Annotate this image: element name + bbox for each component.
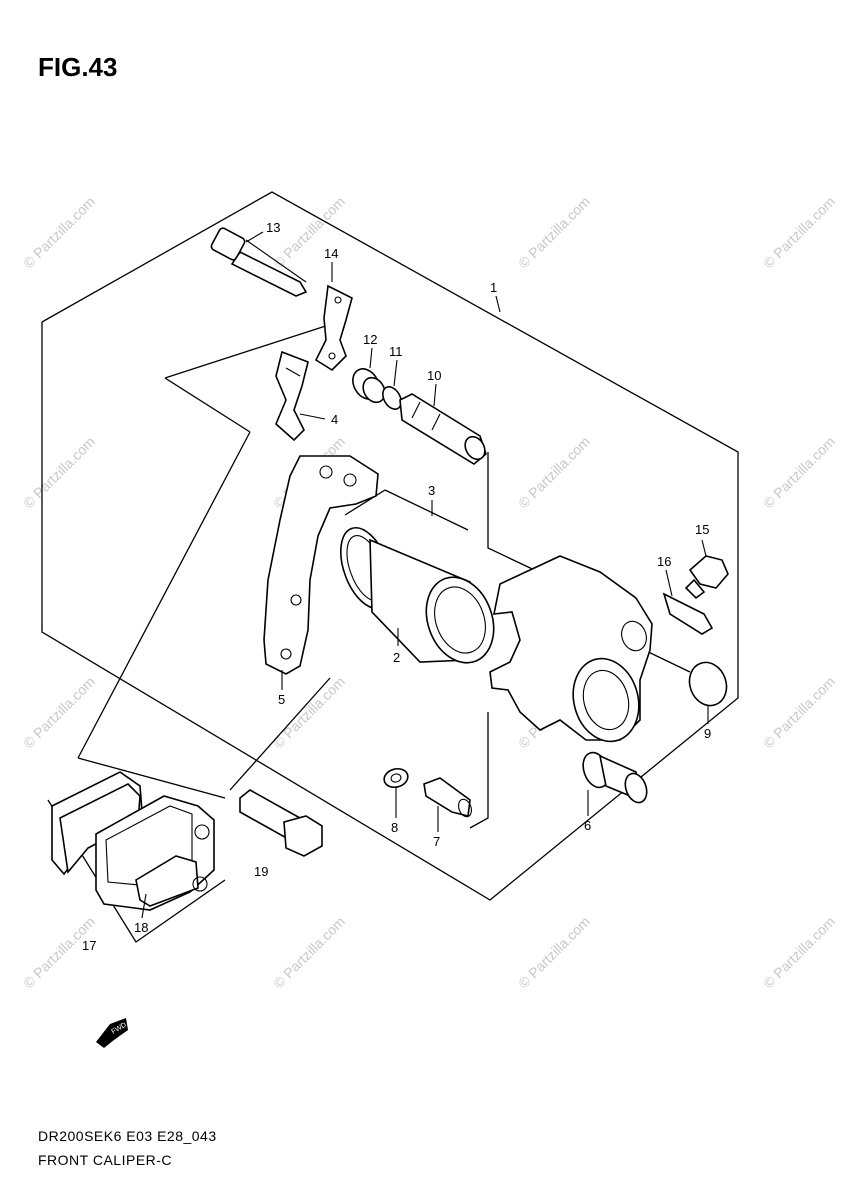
leader-1: [495, 295, 501, 313]
leader-4: [299, 413, 326, 420]
leader-16: [665, 569, 673, 597]
caliper-body-part: [489, 555, 653, 743]
pad-spring-part: [314, 284, 353, 372]
bleeder-cap-part: [662, 592, 714, 635]
brake-pad-set-part: [51, 771, 215, 911]
assembly-outline: [41, 191, 739, 901]
cap-part: [688, 661, 728, 707]
callout-7: 7: [433, 834, 440, 849]
figure-title: FIG.43: [38, 52, 118, 82]
pin-part: [582, 751, 648, 804]
leader-12: [369, 347, 373, 369]
bolt-bracket: [469, 712, 489, 829]
callout-2: 2: [393, 650, 400, 665]
pad-bracket-outline: [164, 321, 339, 379]
leader-15: [701, 539, 707, 557]
leader-11: [393, 359, 398, 387]
callout-16: 16: [657, 554, 671, 569]
callout-8: 8: [391, 820, 398, 835]
pad-set-outline: [77, 757, 226, 799]
callout-5: 5: [278, 692, 285, 707]
callout-10: 10: [427, 368, 441, 383]
callout-4: 4: [331, 412, 338, 427]
callout-9: 9: [704, 726, 711, 741]
mounting-bolt-part: [239, 789, 323, 857]
piston-part: [369, 538, 495, 664]
caliper-bracket-part: [263, 455, 379, 675]
pad-retainer-part: [275, 350, 309, 442]
callout-11: 11: [389, 344, 403, 359]
callout-14: 14: [324, 246, 338, 261]
callout-3: 3: [428, 483, 435, 498]
callout-18: 18: [134, 920, 148, 935]
figure-code: DR200SEK6 E03 E28_043: [38, 1128, 217, 1144]
callout-15: 15: [695, 522, 709, 537]
callout-12: 12: [363, 332, 377, 347]
boot-part: [352, 368, 386, 404]
callout-1: 1: [490, 280, 497, 295]
pin-guide-line: [487, 452, 546, 576]
fwd-arrow-icon: FWD: [96, 1018, 128, 1048]
leader-13: [245, 231, 264, 243]
pad-link-line: [229, 677, 331, 791]
slide-pin-part: [399, 393, 487, 465]
bleeder-screw-part: [684, 555, 729, 600]
pad-bracket-outline: [164, 377, 251, 433]
pad-link-line: [77, 431, 251, 759]
callout-17: 17: [82, 938, 96, 953]
callout-13: 13: [266, 220, 280, 235]
o-ring-part: [382, 386, 402, 410]
figure-name: FRONT CALIPER-C: [38, 1152, 173, 1168]
callout-6: 6: [584, 818, 591, 833]
callout-19: 19: [254, 864, 268, 879]
leader-10: [433, 383, 437, 407]
leader-18: [141, 893, 147, 919]
bolt-part: [210, 227, 308, 297]
piston-bracket: [384, 489, 469, 531]
piston-bracket: [344, 489, 386, 516]
washer-part: [383, 767, 409, 789]
bleeder-bolt-part: [423, 777, 472, 818]
